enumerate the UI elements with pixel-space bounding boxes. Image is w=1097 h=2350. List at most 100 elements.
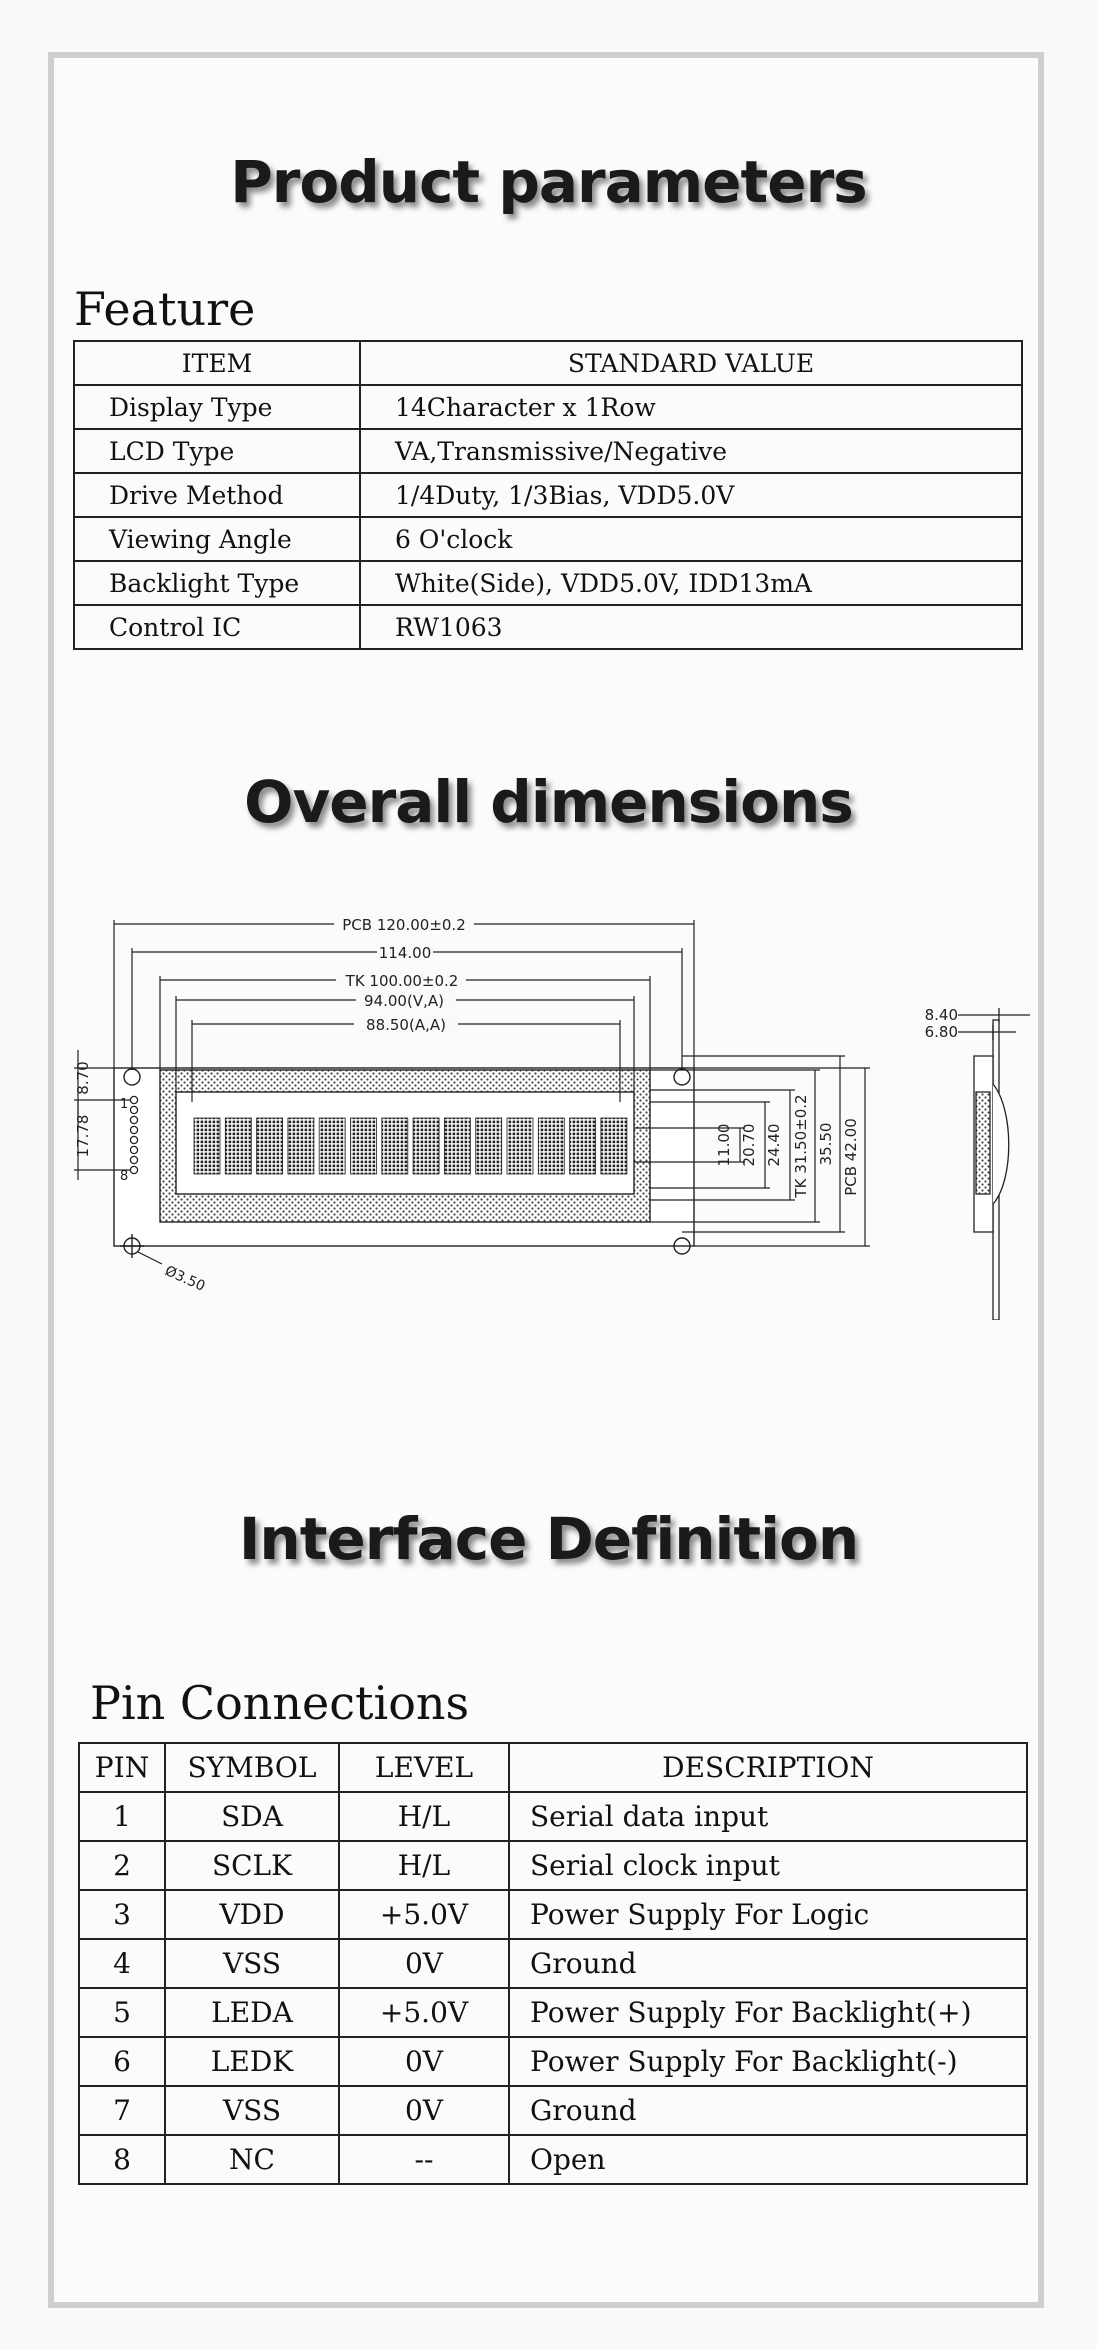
dim-11: 11.00 <box>715 1124 733 1167</box>
feature-item: Backlight Type <box>73 560 361 606</box>
feature-header-item: ITEM <box>73 340 361 386</box>
feature-item: Viewing Angle <box>73 516 361 562</box>
table-row: 1 SDA H/L Serial data input <box>78 1791 1028 1842</box>
character-cell <box>600 1117 628 1175</box>
feature-value: White(Side), VDD5.0V, IDD13mA <box>359 560 1023 606</box>
pin-header-row: PIN SYMBOL LEVEL DESCRIPTION <box>78 1742 1028 1793</box>
feature-item: Display Type <box>73 384 361 430</box>
character-cell <box>256 1117 284 1175</box>
dim-side-840: 8.40 <box>925 1006 958 1024</box>
character-cell <box>506 1117 534 1175</box>
feature-value: VA,Transmissive/Negative <box>359 428 1023 474</box>
pin-description: Serial clock input <box>508 1840 1028 1891</box>
pin-header-symbol: SYMBOL <box>164 1742 340 1793</box>
feature-header-row: ITEM STANDARD VALUE <box>73 340 1023 386</box>
pin-table: PIN SYMBOL LEVEL DESCRIPTION 1 SDA H/L S… <box>78 1742 1028 2185</box>
pin-number: 8 <box>78 2134 166 2185</box>
dim-tk-width: TK 100.00±0.2 <box>345 972 459 990</box>
dim-hole: Ø3.50 <box>162 1263 207 1295</box>
pin-symbol: SDA <box>164 1791 340 1842</box>
character-cell <box>537 1117 565 1175</box>
character-cell <box>224 1117 252 1175</box>
pin-level: 0V <box>338 2085 510 2136</box>
feature-item: Drive Method <box>73 472 361 518</box>
mounting-hole-icon <box>673 1237 691 1255</box>
feature-item: LCD Type <box>73 428 361 474</box>
feature-row: LCD Type VA,Transmissive/Negative <box>73 428 1023 474</box>
table-row: 5 LEDA +5.0V Power Supply For Backlight(… <box>78 1987 1028 2038</box>
pin-description: Serial data input <box>508 1791 1028 1842</box>
pin-number: 6 <box>78 2036 166 2087</box>
pin-header <box>129 1095 139 1175</box>
feature-row: Drive Method 1/4Duty, 1/3Bias, VDD5.0V <box>73 472 1023 518</box>
dim-side-680: 6.80 <box>925 1023 958 1041</box>
pin-label-first: 1 <box>120 1097 128 1112</box>
pin-number: 4 <box>78 1938 166 1989</box>
pin-description: Open <box>508 2134 1028 2185</box>
pin-symbol: VSS <box>164 1938 340 1989</box>
pin-number: 1 <box>78 1791 166 1842</box>
pin-level: -- <box>338 2134 510 2185</box>
pin-symbol: LEDK <box>164 2036 340 2087</box>
pin-header-description: DESCRIPTION <box>508 1742 1028 1793</box>
pin-description: Power Supply For Backlight(+) <box>508 1987 1028 2038</box>
table-row: 6 LEDK 0V Power Supply For Backlight(-) <box>78 2036 1028 2087</box>
heading-interface-definition: Interface Definition <box>238 1505 859 1573</box>
pin-symbol: NC <box>164 2134 340 2185</box>
pin-level: 0V <box>338 2036 510 2087</box>
dim-3550: 35.50 <box>817 1123 835 1166</box>
feature-row: Viewing Angle 6 O'clock <box>73 516 1023 562</box>
character-cell <box>318 1117 346 1175</box>
feature-row: Control IC RW1063 <box>73 604 1023 650</box>
pin-description: Ground <box>508 1938 1028 1989</box>
table-row: 2 SCLK H/L Serial clock input <box>78 1840 1028 1891</box>
character-cell <box>350 1117 377 1175</box>
character-cell <box>287 1117 315 1175</box>
feature-row: Backlight Type White(Side), VDD5.0V, IDD… <box>73 560 1023 606</box>
character-cell <box>412 1117 440 1175</box>
feature-header-value: STANDARD VALUE <box>359 340 1023 386</box>
side-view <box>958 1008 1030 1320</box>
table-row: 4 VSS 0V Ground <box>78 1938 1028 1989</box>
table-row: 8 NC -- Open <box>78 2134 1028 2185</box>
pin-number: 2 <box>78 1840 166 1891</box>
pin-connections-title: Pin Connections <box>90 1676 470 1730</box>
pin-level: H/L <box>338 1791 510 1842</box>
pin-description: Ground <box>508 2085 1028 2136</box>
pin-header-level: LEVEL <box>338 1742 510 1793</box>
table-row: 7 VSS 0V Ground <box>78 2085 1028 2136</box>
pin-symbol: SCLK <box>164 1840 340 1891</box>
dim-1778: 17.78 <box>74 1115 92 1158</box>
pin-level: 0V <box>338 1938 510 1989</box>
pin-level: H/L <box>338 1840 510 1891</box>
pin-level: +5.0V <box>338 1889 510 1940</box>
dimension-drawing: PCB 120.00±0.2 114.00 TK 100.00±0.2 94.0… <box>74 914 1030 1320</box>
dim-114: 114.00 <box>379 944 432 962</box>
feature-item: Control IC <box>73 604 361 650</box>
character-cell <box>569 1117 596 1175</box>
dim-va-width: 94.00(V,A) <box>364 992 444 1010</box>
heading-overall-dimensions: Overall dimensions <box>244 768 854 836</box>
feature-title: Feature <box>74 282 256 336</box>
pin-symbol: VDD <box>164 1889 340 1940</box>
character-cell <box>381 1117 409 1175</box>
pin-number: 3 <box>78 1889 166 1940</box>
pin-number: 7 <box>78 2085 166 2136</box>
character-cell <box>475 1117 503 1175</box>
feature-table: ITEM STANDARD VALUE Display Type 14Chara… <box>73 340 1023 650</box>
dim-pcb-height: PCB 42.00 <box>842 1118 860 1196</box>
table-row: 3 VDD +5.0V Power Supply For Logic <box>78 1889 1028 1940</box>
character-cells <box>193 1117 628 1175</box>
pin-symbol: VSS <box>164 2085 340 2136</box>
feature-value: 14Character x 1Row <box>359 384 1023 430</box>
pin-number: 5 <box>78 1987 166 2038</box>
dim-aa-width: 88.50(A,A) <box>366 1016 446 1034</box>
pin-symbol: LEDA <box>164 1987 340 2038</box>
pin-level: +5.0V <box>338 1987 510 2038</box>
pin-description: Power Supply For Logic <box>508 1889 1028 1940</box>
feature-value: 1/4Duty, 1/3Bias, VDD5.0V <box>359 472 1023 518</box>
feature-value: 6 O'clock <box>359 516 1023 562</box>
dim-tk-height: TK 31.50±0.2 <box>792 1094 810 1198</box>
pin-description: Power Supply For Backlight(-) <box>508 2036 1028 2087</box>
dim-pcb-width: PCB 120.00±0.2 <box>342 916 466 934</box>
